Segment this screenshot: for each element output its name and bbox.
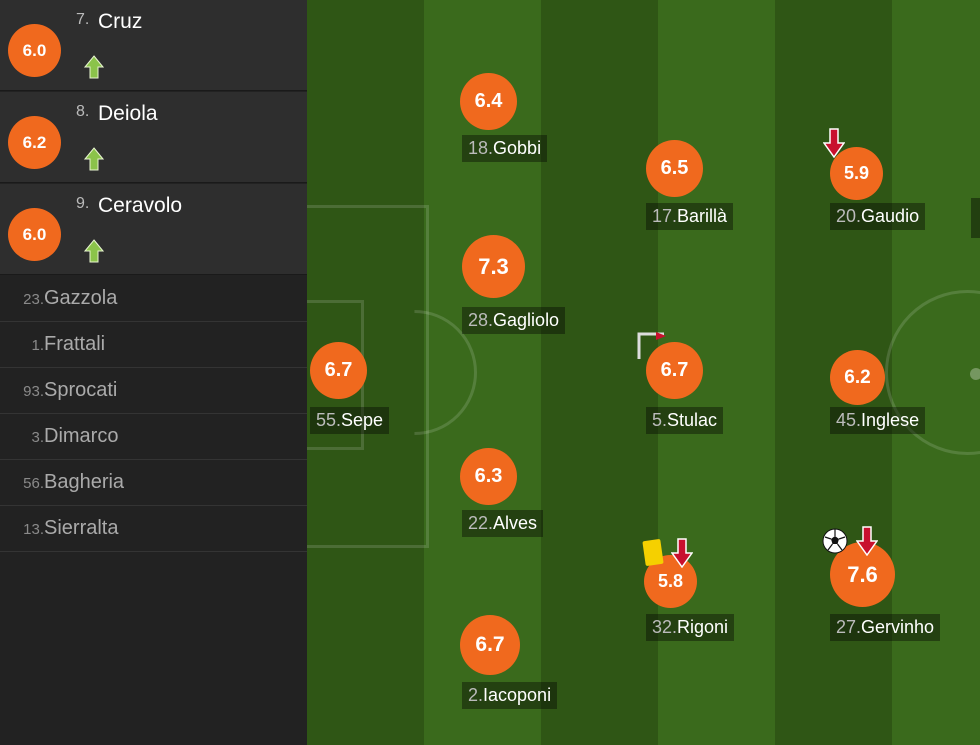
rating-badge: 6.2 <box>8 116 61 169</box>
rating-badge: 7.3 <box>462 235 525 298</box>
bench-row[interactable]: 1.Frattali <box>0 322 307 368</box>
player-number: 5. <box>652 410 668 430</box>
player-name: Gazzola <box>44 287 118 309</box>
bench-row[interactable]: 13.Sierralta <box>0 506 307 552</box>
player-number: 1. <box>31 337 44 354</box>
player-name: Sprocati <box>44 379 118 401</box>
player-name: Dimarco <box>44 425 119 447</box>
player-number: 28. <box>468 310 494 330</box>
player-name: Ceravolo <box>98 194 183 217</box>
substitution-in-icon <box>84 55 104 79</box>
bench-row[interactable]: 3.Dimarco <box>0 414 307 460</box>
rating-badge: 5.9 <box>830 147 883 200</box>
player-number: 55. <box>316 410 342 430</box>
player-name: Iacoponi <box>483 685 552 705</box>
rating-badge: 6.7 <box>310 342 367 399</box>
player-name: Frattali <box>44 333 106 355</box>
player-number: 13. <box>23 521 44 538</box>
player-number: 18. <box>468 138 494 158</box>
rating-badge: 7.6 <box>830 542 895 607</box>
player-number: 93. <box>23 383 44 400</box>
substitute-row[interactable]: 6.0 9. Ceravolo <box>0 184 307 275</box>
player-number: 23. <box>23 291 44 308</box>
player-label: 18.Gobbi <box>462 135 548 162</box>
player-number: 7. <box>76 11 90 28</box>
goal-ball-icon <box>822 528 848 554</box>
rating-badge: 6.4 <box>460 73 517 130</box>
player-label: 45.Inglese <box>830 407 926 434</box>
substitution-out-icon <box>856 526 878 556</box>
player-name: Bagheria <box>44 471 125 493</box>
player-name: Barillà <box>677 206 728 226</box>
player-number: 20. <box>836 206 862 226</box>
substitution-in-icon <box>84 147 104 171</box>
player-name: Cruz <box>98 10 143 33</box>
assist-corner-flag-icon <box>637 332 666 359</box>
pitch: 6.7 55.Sepe 6.4 18.Gobbi 7.3 28.Gagliolo… <box>307 0 980 745</box>
rating-badge: 6.3 <box>460 448 517 505</box>
offscreen-label-edge <box>971 198 980 238</box>
substitution-in-icon <box>84 239 104 263</box>
substitute-row[interactable]: 6.2 8. Deiola <box>0 92 307 183</box>
player-label: 27.Gervinho <box>830 614 941 641</box>
player-name: Inglese <box>861 410 920 430</box>
player-number: 3. <box>31 429 44 446</box>
player-number: 8. <box>76 103 90 120</box>
player-number: 27. <box>836 617 862 637</box>
player-label: 32.Rigoni <box>646 614 735 641</box>
player-label: 5.Stulac <box>646 407 724 434</box>
center-spot <box>970 368 980 380</box>
player-label: 22.Alves <box>462 510 544 537</box>
player-name: Gaudio <box>861 206 920 226</box>
player-name: Gervinho <box>861 617 935 637</box>
player-name: Rigoni <box>677 617 729 637</box>
player-number: 2. <box>468 685 484 705</box>
player-name: Alves <box>493 513 538 533</box>
rating-badge: 6.7 <box>460 615 520 675</box>
player-label: 28.Gagliolo <box>462 307 566 334</box>
player-name: Sepe <box>341 410 384 430</box>
player-number: 32. <box>652 617 678 637</box>
substitution-out-icon <box>823 128 845 158</box>
player-number: 17. <box>652 206 678 226</box>
bench-row[interactable]: 56.Bagheria <box>0 460 307 506</box>
bench-row[interactable]: 93.Sprocati <box>0 368 307 414</box>
substitutes-panel: 6.0 7. Cruz 6.2 8. Deiola 6.0 9. Ceravol… <box>0 0 307 745</box>
player-name: Stulac <box>667 410 718 430</box>
player-name: Gagliolo <box>493 310 560 330</box>
rating-badge: 6.7 <box>646 342 703 399</box>
player-name: Gobbi <box>493 138 542 158</box>
substitution-out-icon <box>671 538 693 568</box>
player-label: 20.Gaudio <box>830 203 926 230</box>
player-number: 56. <box>23 475 44 492</box>
player-name: Deiola <box>98 102 158 125</box>
player-number: 9. <box>76 195 90 212</box>
player-name: Sierralta <box>44 517 119 539</box>
bench-row[interactable]: 23.Gazzola <box>0 276 307 322</box>
rating-badge: 6.2 <box>830 350 885 405</box>
player-label: 2.Iacoponi <box>462 682 558 709</box>
player-label: 17.Barillà <box>646 203 734 230</box>
player-number: 22. <box>468 513 494 533</box>
rating-badge: 6.0 <box>8 208 61 261</box>
yellow-card-icon <box>642 538 664 567</box>
substitute-row[interactable]: 6.0 7. Cruz <box>0 0 307 91</box>
rating-badge: 6.5 <box>646 140 703 197</box>
rating-badge: 6.0 <box>8 24 61 77</box>
player-label: 55.Sepe <box>310 407 390 434</box>
player-number: 45. <box>836 410 862 430</box>
